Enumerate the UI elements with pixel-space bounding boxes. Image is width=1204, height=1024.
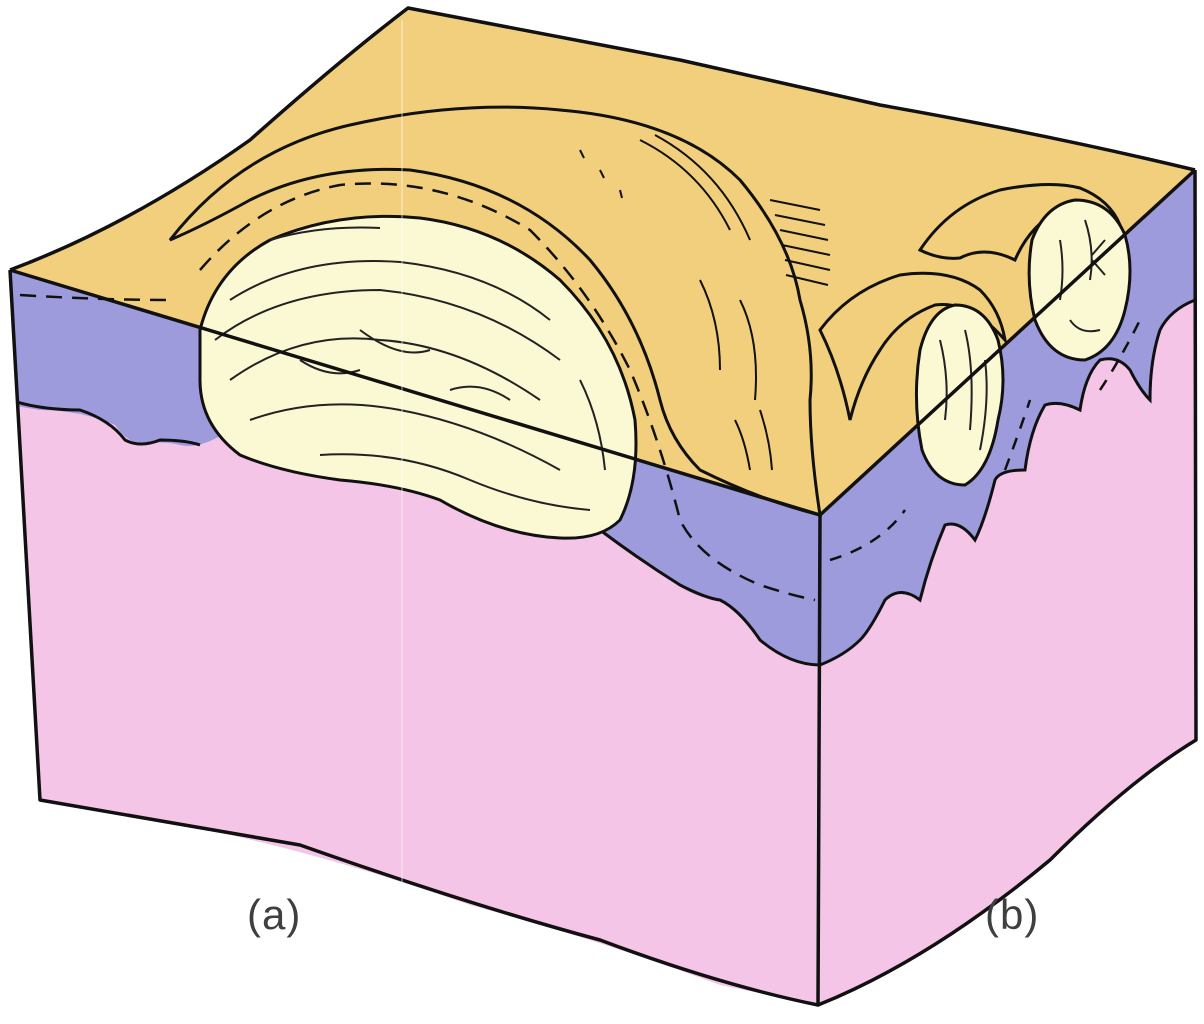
epidermis-side-dash (829, 319, 1142, 562)
panel-label-b: (b) (985, 891, 1040, 938)
epidermis-side-edge (819, 298, 1196, 667)
panel-label-a: (a) (247, 891, 302, 938)
nodule-a-texture (214, 226, 606, 511)
dermis-side (818, 170, 1196, 1005)
nodule-mound-a (168, 105, 822, 518)
epidermis-dash-line (19, 182, 816, 602)
mound-hatching (579, 134, 831, 471)
epidermis-lower-edge (10, 398, 820, 667)
nodule-b2 (1027, 198, 1132, 362)
block-outline (8, 6, 1198, 1007)
